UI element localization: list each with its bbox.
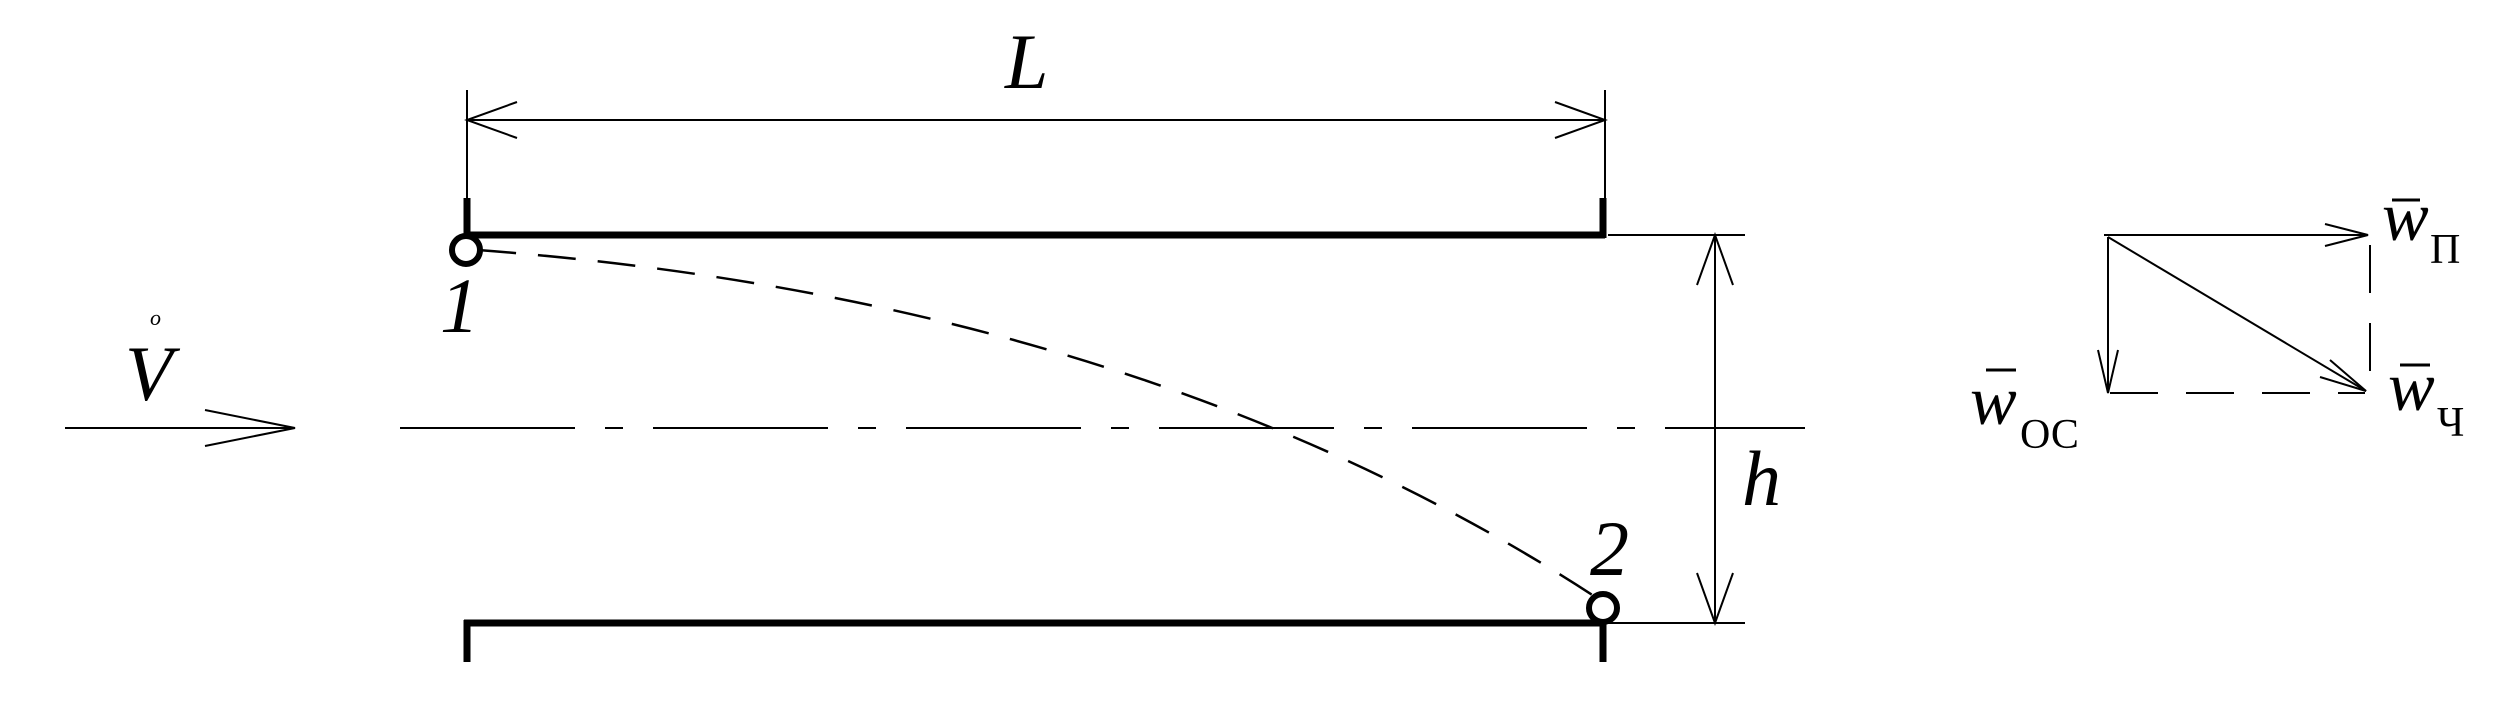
length-label: L <box>1004 18 1048 105</box>
height-arrow-bottom <box>1696 572 1734 626</box>
w-p-label: w П <box>2382 179 2460 273</box>
velocity-label: V <box>125 330 181 417</box>
inlet-flow-arrow <box>65 409 296 447</box>
length-arrow-right <box>1554 101 1608 139</box>
w-ch-subscript: Ч <box>2437 400 2464 446</box>
lower-wall <box>463 619 1607 662</box>
w-ch-label: w Ч <box>2388 349 2464 446</box>
velocity-dot-mark: o <box>150 305 161 330</box>
point-2-marker <box>1586 591 1620 625</box>
particle-trajectory <box>477 248 1598 600</box>
w-os-subscript: ОС <box>2020 412 2079 458</box>
w-ch-symbol: w <box>2388 349 2435 426</box>
w-p-subscript: П <box>2430 227 2460 273</box>
length-arrow-left <box>464 101 518 139</box>
w-os-label: w ОС <box>1970 363 2079 458</box>
point-1-label: 1 <box>440 262 479 349</box>
w-os-symbol: w <box>1970 363 2017 440</box>
length-dimension <box>464 90 1608 205</box>
w-p-symbol: w <box>2382 179 2429 256</box>
height-label: h <box>1742 435 1781 522</box>
upper-wall <box>463 198 1607 239</box>
point-1-marker <box>449 233 483 267</box>
w-ch-vector <box>2107 236 2367 392</box>
point-2-label: 2 <box>1590 505 1629 592</box>
height-dimension <box>1608 232 1745 626</box>
velocity-vector-diagram <box>2097 223 2371 394</box>
height-arrow-top <box>1696 232 1734 286</box>
